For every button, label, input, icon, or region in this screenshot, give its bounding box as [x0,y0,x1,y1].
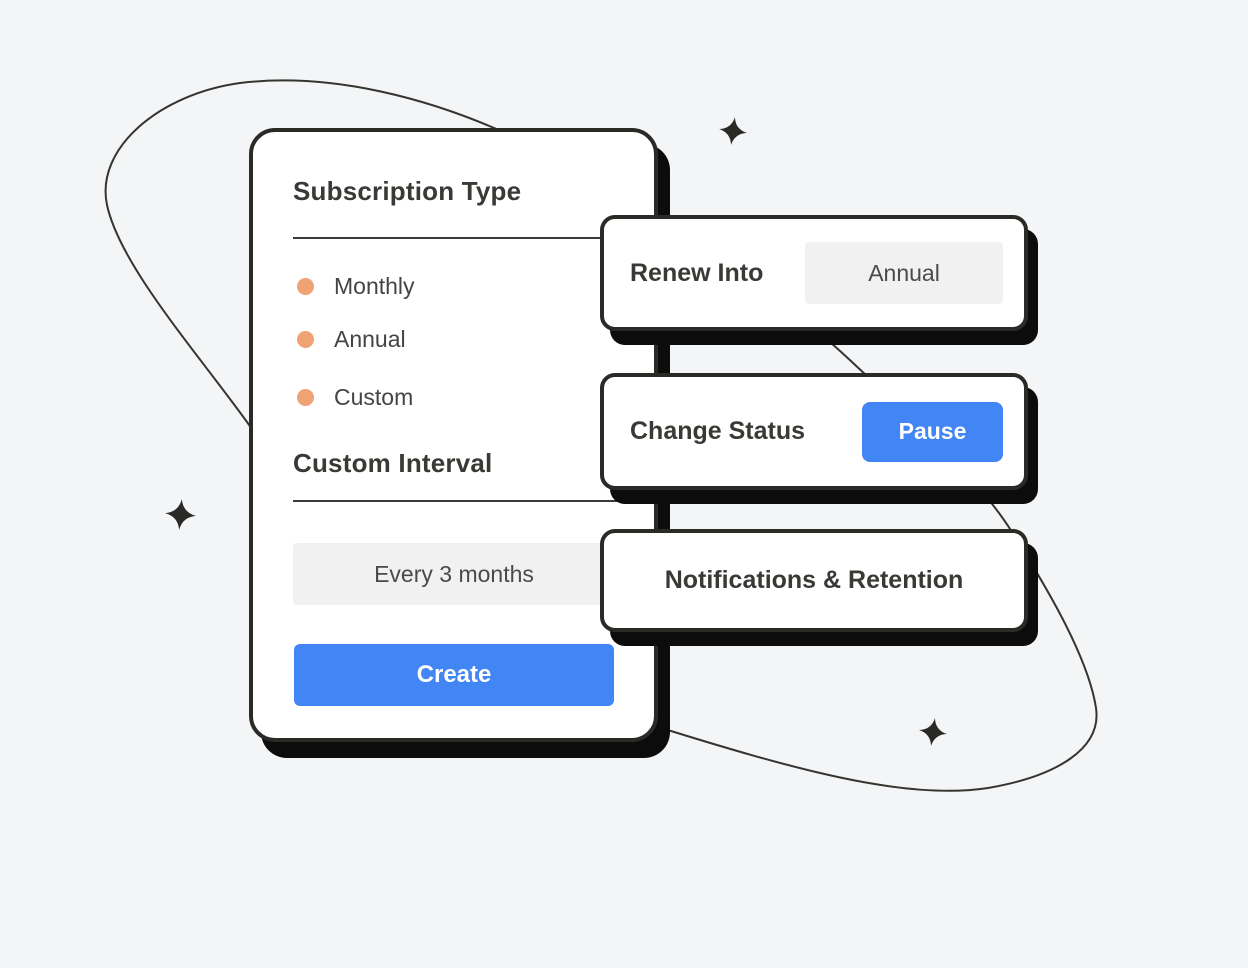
notifications-retention-card[interactable]: Notifications & Retention [600,529,1028,632]
radio-option-label: Custom [334,383,414,410]
radio-dot-icon [297,388,314,406]
renew-into-label: Renew Into [630,258,764,287]
subscription-type-title: Subscription Type [293,176,522,206]
renew-into-card: Renew Into Annual [600,215,1028,331]
change-status-label: Change Status [630,417,806,445]
radio-option-label: Annual [334,325,406,352]
radio-option-custom[interactable]: Custom [297,381,413,413]
pause-button[interactable]: Pause [862,401,1003,462]
sparkle-icon [719,117,747,145]
custom-interval-input[interactable]: Every 3 months [293,543,615,605]
renew-into-value-field[interactable]: Annual [805,242,1003,304]
radio-dot-icon [297,330,314,348]
custom-interval-title: Custom Interval [293,448,493,478]
change-status-card: Change Status Pause [600,373,1028,490]
radio-dot-icon [297,277,314,295]
sparkle-icon [919,718,947,746]
subscription-form-card: Subscription Type Monthly Annual Custom … [249,128,658,742]
sparkle-icon [165,499,196,530]
divider [293,500,654,502]
notifications-retention-label: Notifications & Retention [664,566,964,594]
radio-option-annual[interactable]: Annual [297,323,406,355]
radio-option-label: Monthly [334,272,415,299]
divider [293,237,654,239]
radio-option-monthly[interactable]: Monthly [297,270,415,302]
create-button[interactable]: Create [294,644,614,706]
